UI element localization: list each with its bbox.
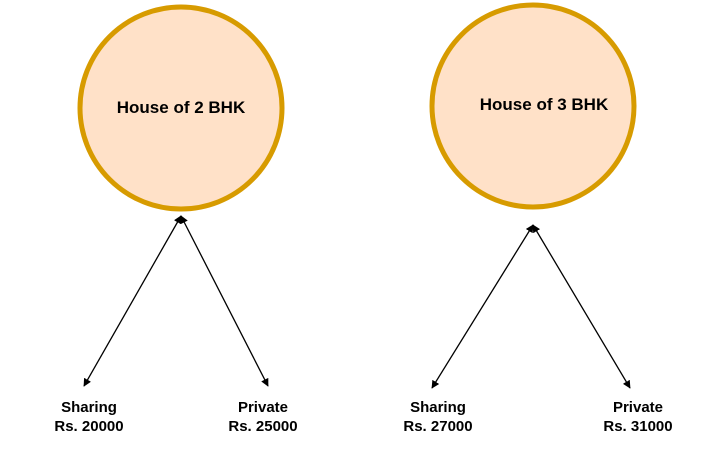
house-3bhk-title: House of 3 BHK [480, 95, 609, 114]
house-2bhk-group: House of 2 BHK Sharing Rs. 20000 Private… [54, 4, 298, 435]
option-2bhk-private-type: Private [238, 399, 288, 416]
arrow-3bhk-private [532, 224, 631, 389]
house-3bhk-circle [429, 2, 637, 210]
arrow-2bhk-sharing [83, 215, 182, 387]
option-3bhk-sharing-type: Sharing [410, 399, 466, 416]
option-2bhk-sharing-type: Sharing [61, 399, 117, 416]
option-3bhk-sharing-price: Rs. 27000 [403, 418, 472, 435]
house-3bhk-group: House of 3 BHK Sharing Rs. 27000 Private… [403, 2, 673, 435]
option-3bhk-private-type: Private [613, 399, 663, 416]
arrow-3bhk-sharing [431, 224, 534, 389]
option-3bhk-private-price: Rs. 31000 [603, 418, 672, 435]
house-2bhk-circle [77, 4, 285, 212]
house-2bhk-title: House of 2 BHK [117, 98, 246, 117]
option-2bhk-private-price: Rs. 25000 [228, 418, 297, 435]
option-2bhk-sharing-price: Rs. 20000 [54, 418, 123, 435]
arrow-2bhk-private [180, 215, 269, 387]
